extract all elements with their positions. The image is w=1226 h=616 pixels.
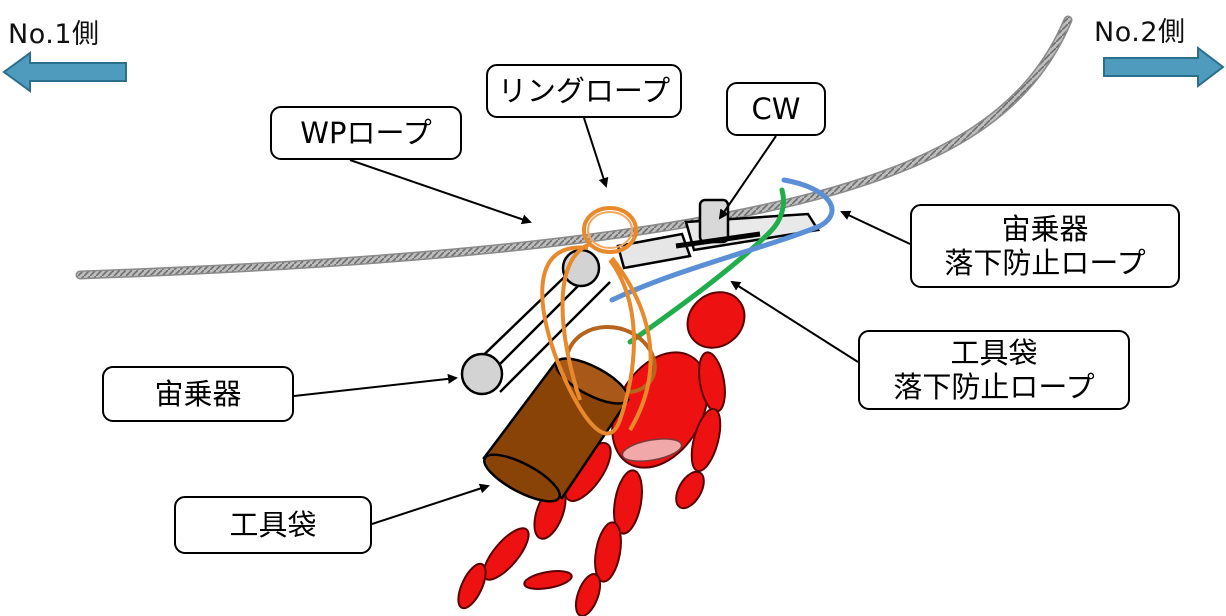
callout-tool-bag-fall-rope-line2: 落下防止ロープ [893, 370, 1095, 404]
worker-figure [457, 291, 746, 616]
callout-wp-rope: WPロープ [270, 106, 462, 160]
no1-side-label: No.1側 [8, 19, 100, 50]
callout-ring-rope-text: リングロープ [497, 73, 671, 108]
harness-belt [621, 438, 683, 462]
callout-tool-bag: 工具袋 [174, 496, 372, 554]
callout-tool-bag-fall-rope-line1: 工具袋 [950, 335, 1038, 370]
leader-cw [718, 135, 777, 220]
carrier-device [460, 198, 821, 396]
cw-weight [698, 198, 730, 244]
ring-rope-loops [540, 206, 653, 436]
callout-cw-text: CW [751, 91, 801, 126]
leader-wp-rope [349, 159, 532, 225]
callout-carrier: 宙乗器 [102, 366, 294, 422]
no2-side-label: No.2側 [1094, 17, 1186, 48]
leader-carrier-fall-rope [840, 210, 911, 245]
tool-bag-shape [482, 357, 630, 503]
leader-tool-bag-fall-rope [730, 280, 859, 363]
callout-wp-rope-text: WPロープ [300, 115, 432, 150]
callout-tool-bag-text: 工具袋 [229, 507, 317, 542]
leader-tool-bag [371, 483, 490, 525]
callout-carrier-fall-rope: 宙乗器 落下防止ロープ [910, 204, 1180, 288]
roller-lower [460, 352, 504, 396]
leader-carrier [293, 373, 458, 397]
callout-cw: CW [726, 82, 826, 136]
callout-tool-bag-fall-rope: 工具袋 落下防止ロープ [858, 330, 1130, 410]
right-direction-arrow [1103, 45, 1225, 89]
left-direction-arrow [2, 51, 127, 93]
callout-carrier-text: 宙乗器 [154, 376, 242, 411]
leader-ring-rope [583, 117, 609, 188]
callout-carrier-fall-rope-line1: 宙乗器 [1001, 211, 1089, 246]
tool-bag-fall-rope-line [627, 187, 786, 345]
callout-carrier-fall-rope-line2: 落下防止ロープ [944, 246, 1146, 280]
worker-head [686, 291, 746, 349]
carrier-fall-rope-line [609, 177, 835, 303]
callout-ring-rope: リングロープ [486, 64, 682, 118]
